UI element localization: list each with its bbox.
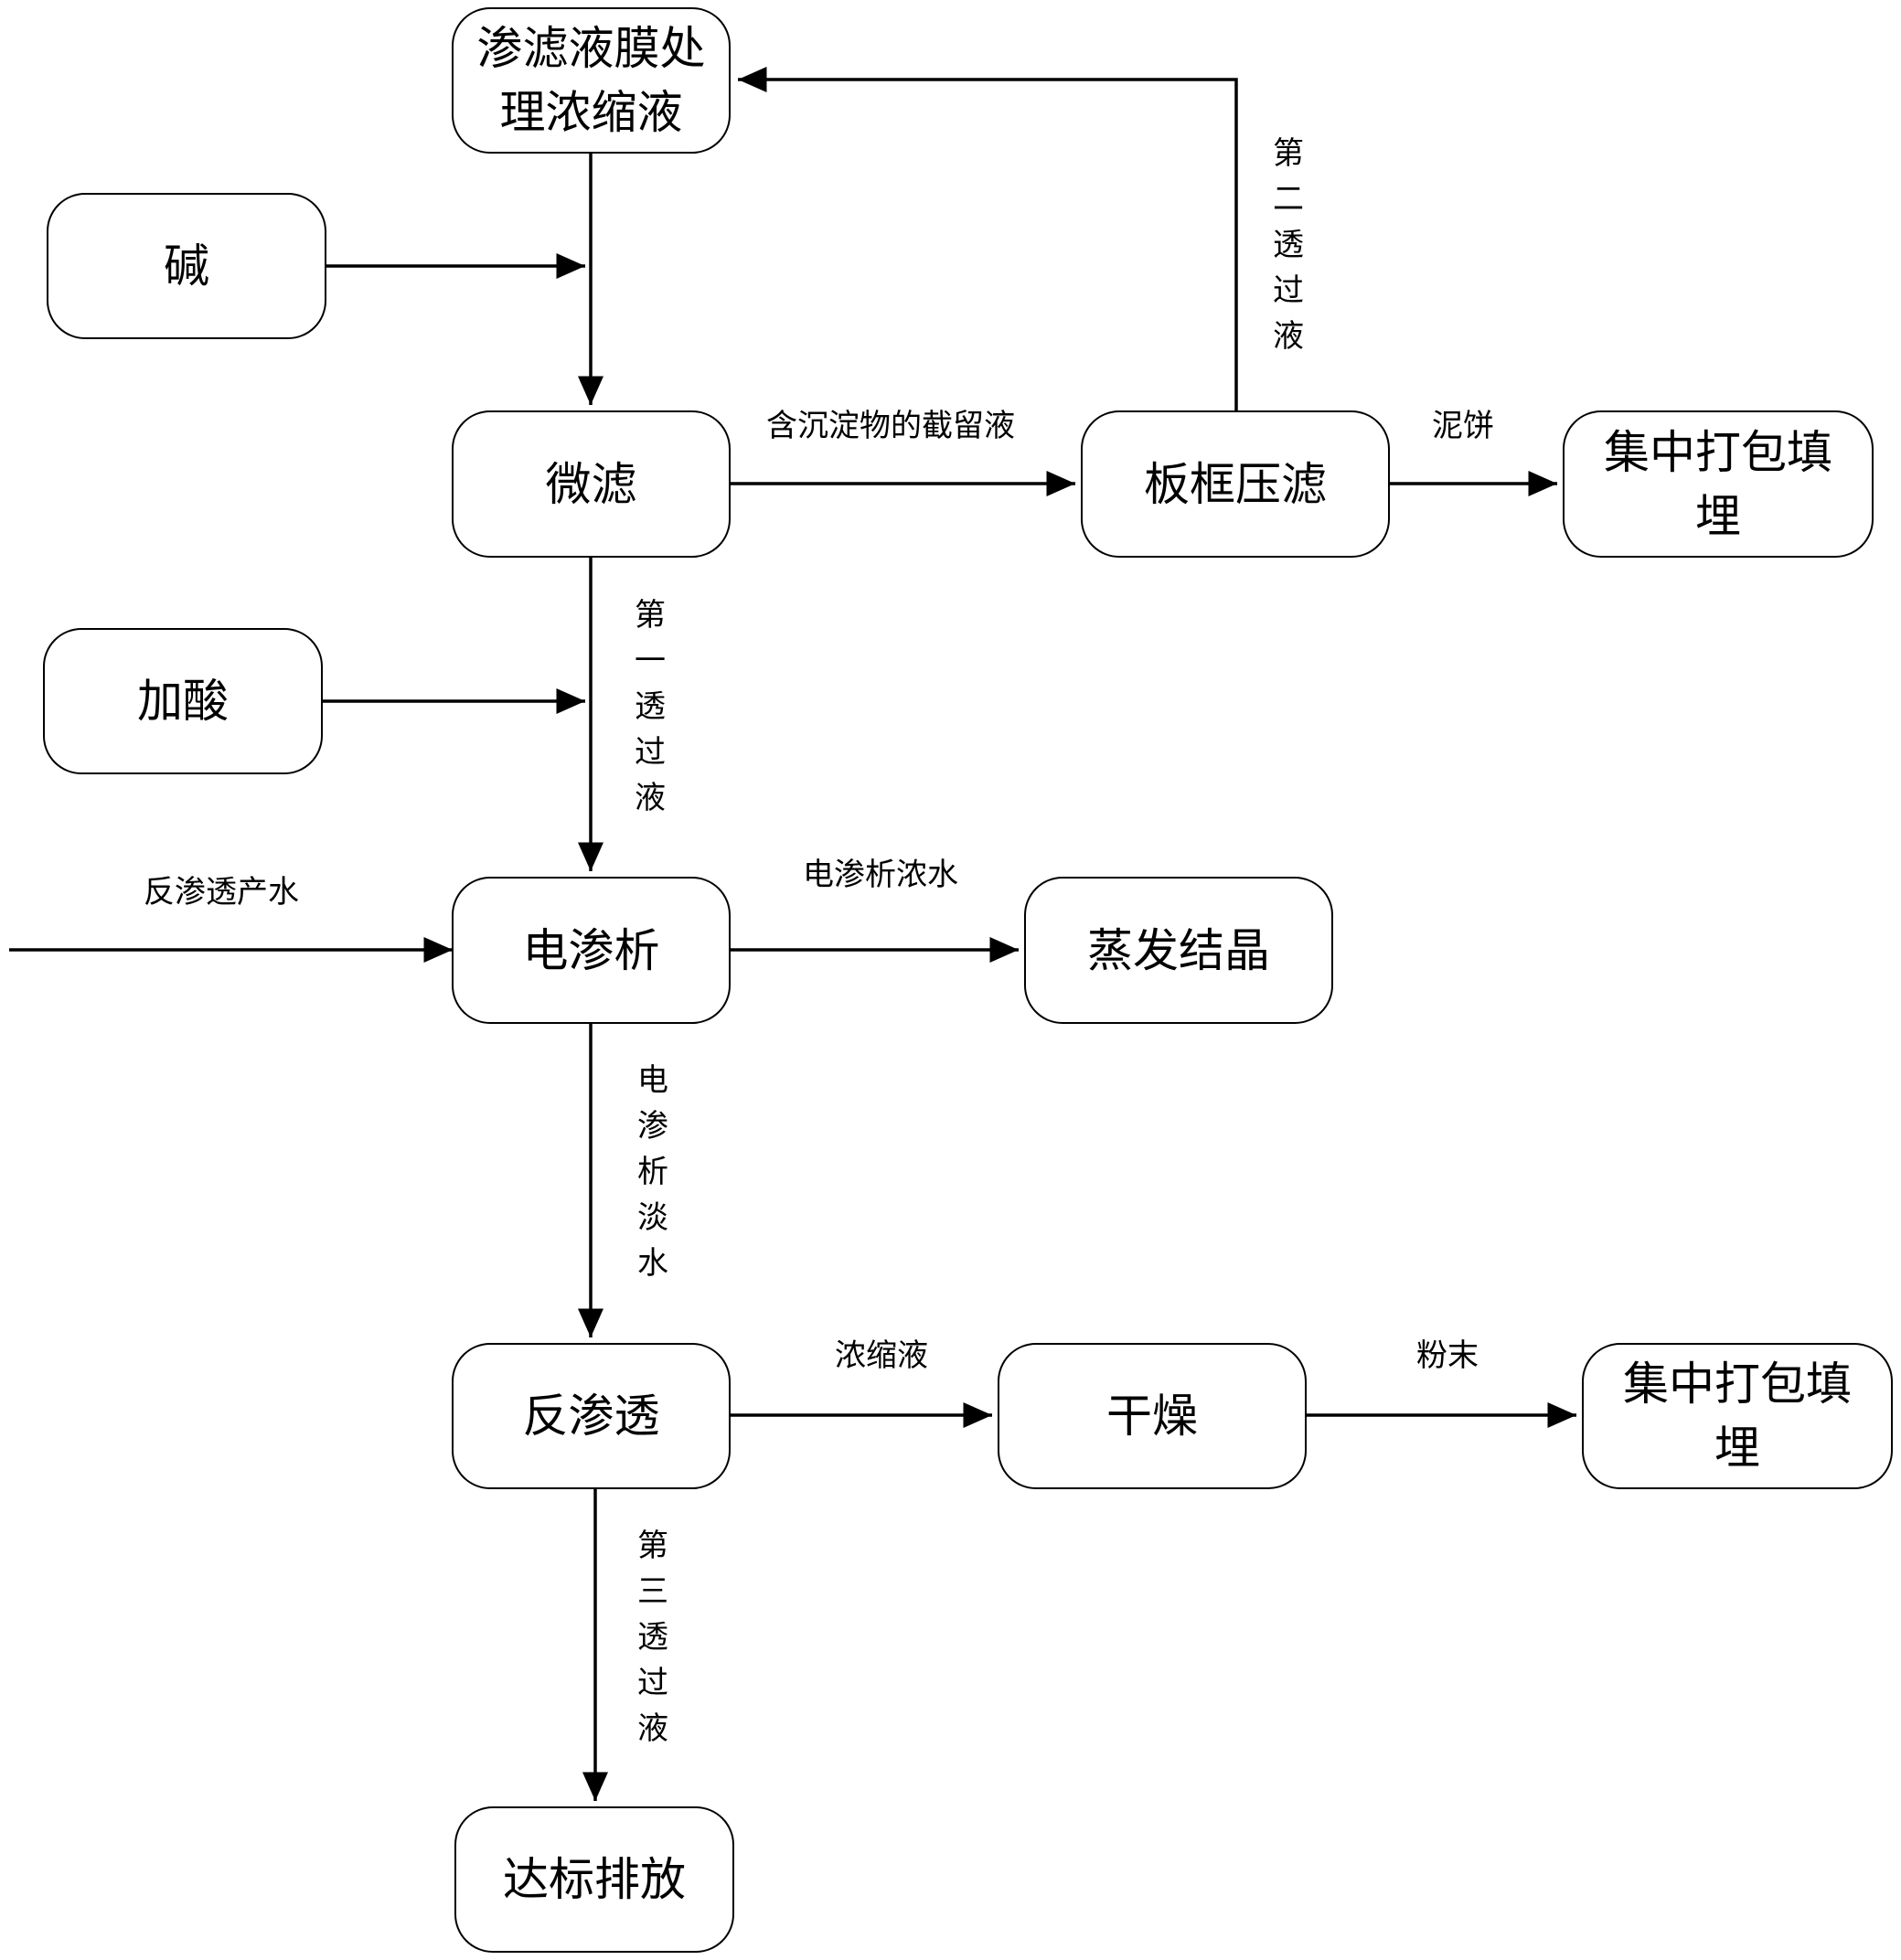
node-alkali: 碱 <box>47 193 326 339</box>
label-ed-dilute: 电渗析淡水 <box>637 1062 668 1282</box>
node-add-acid: 加酸 <box>43 628 323 774</box>
label-third-permeate: 第三透过液 <box>637 1528 668 1747</box>
node-electrodialysis-label: 电渗析 <box>522 923 660 977</box>
label-concentrate: 浓缩液 <box>835 1337 928 1374</box>
node-evaporation-crystallization: 蒸发结晶 <box>1024 877 1333 1024</box>
label-ro-product-water: 反渗透产水 <box>144 874 299 911</box>
node-plate-frame-filter-label: 板框压滤 <box>1144 457 1327 511</box>
node-plate-frame-filter: 板框压滤 <box>1081 410 1390 558</box>
node-add-acid-label: 加酸 <box>137 675 229 728</box>
node-microfiltration-label: 微滤 <box>545 457 637 511</box>
node-microfiltration: 微滤 <box>452 410 731 558</box>
node-electrodialysis: 电渗析 <box>452 877 731 1024</box>
node-leachate-concentrate: 渗滤液膜处理浓缩液 <box>452 7 731 154</box>
label-second-permeate: 第二透过液 <box>1273 135 1304 355</box>
node-alkali-label: 碱 <box>164 240 209 293</box>
label-sludge-cake: 泥饼 <box>1432 408 1494 444</box>
arrow-filterpress-second-permeate-return <box>738 67 1238 410</box>
node-drying-label: 干燥 <box>1106 1390 1198 1443</box>
node-reverse-osmosis-label: 反渗透 <box>522 1390 660 1443</box>
node-landfill-2-label: 集中打包填埋 <box>1623 1358 1852 1475</box>
node-landfill-1: 集中打包填埋 <box>1563 410 1874 558</box>
label-retentate-with-precipitate: 含沉淀物的截留液 <box>766 408 1015 444</box>
node-discharge-label: 达标排放 <box>503 1853 686 1906</box>
node-reverse-osmosis: 反渗透 <box>452 1343 731 1489</box>
node-leachate-concentrate-label: 渗滤液膜处理浓缩液 <box>476 22 706 139</box>
label-powder: 粉末 <box>1416 1337 1479 1374</box>
node-landfill-2: 集中打包填埋 <box>1582 1343 1893 1489</box>
label-ed-concentrate: 电渗析浓水 <box>803 857 958 893</box>
node-drying: 干燥 <box>998 1343 1307 1489</box>
label-first-permeate: 第一透过液 <box>635 597 666 816</box>
node-evaporation-crystallization-label: 蒸发结晶 <box>1087 923 1270 977</box>
node-landfill-1-label: 集中打包填埋 <box>1604 425 1832 543</box>
node-discharge: 达标排放 <box>454 1806 734 1953</box>
